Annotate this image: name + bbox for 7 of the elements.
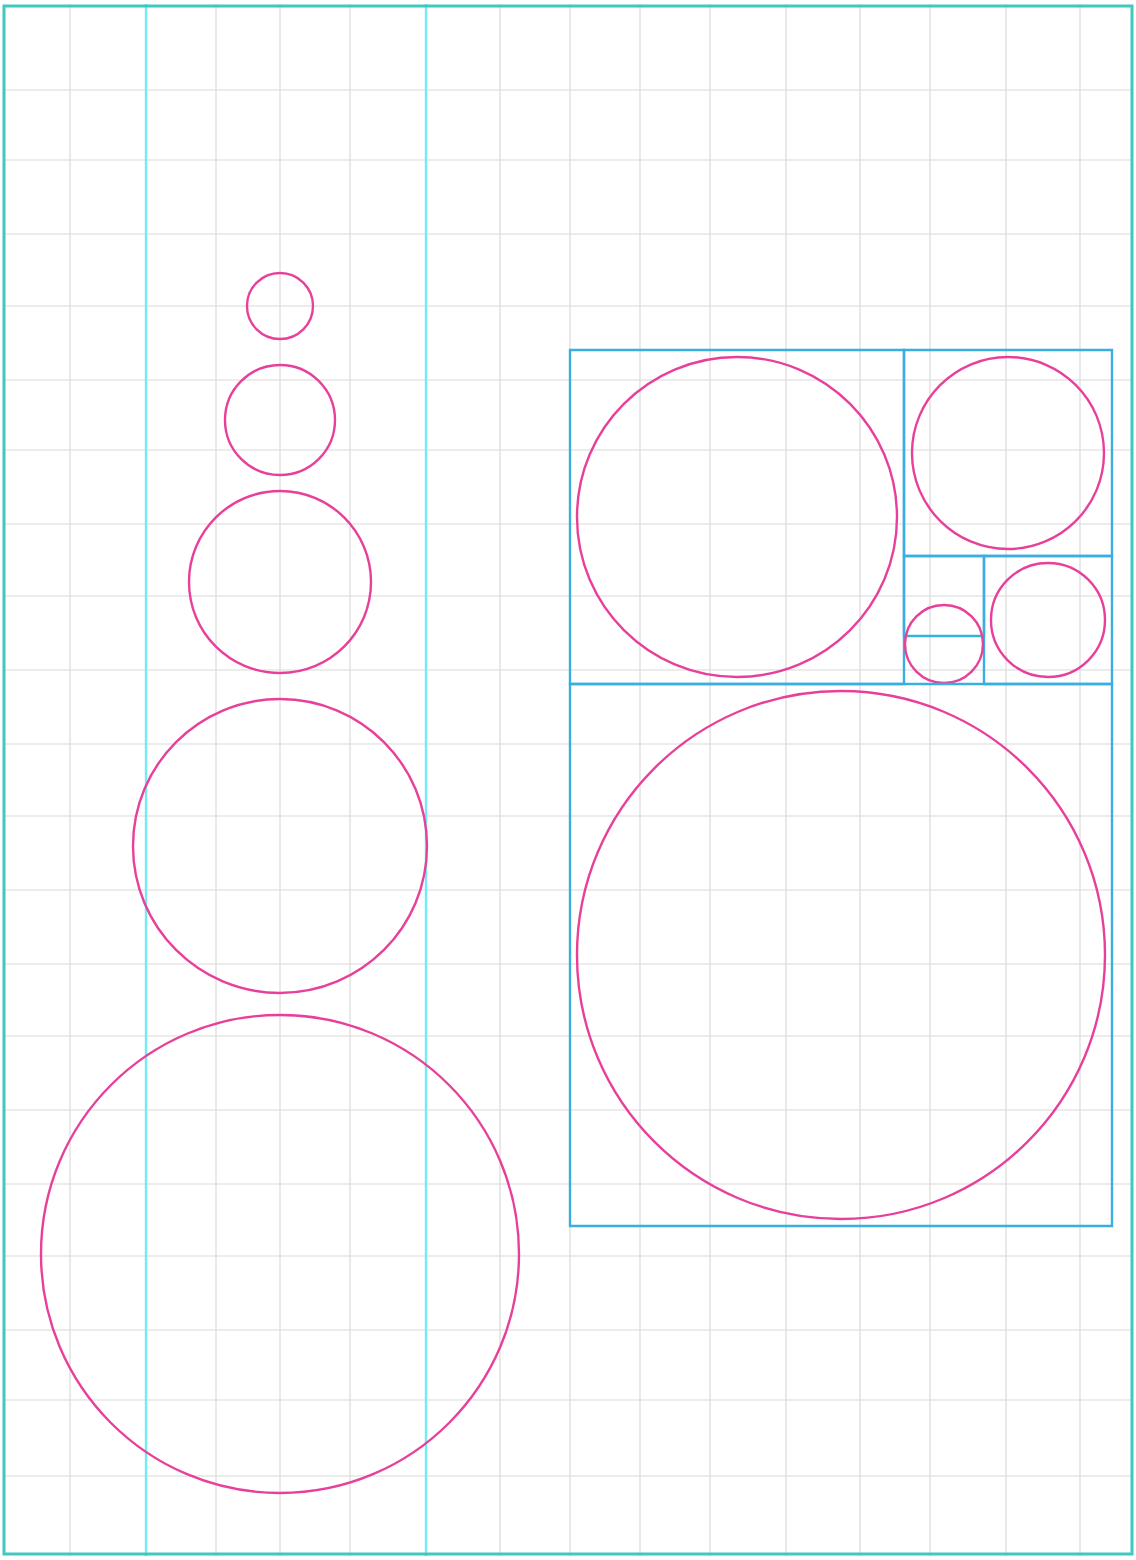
- square: [902, 554, 986, 638]
- circle: [245, 271, 315, 341]
- circle: [903, 603, 985, 685]
- circle: [187, 489, 373, 675]
- circle: [223, 363, 337, 477]
- circle: [39, 1013, 521, 1495]
- circle: [131, 697, 429, 995]
